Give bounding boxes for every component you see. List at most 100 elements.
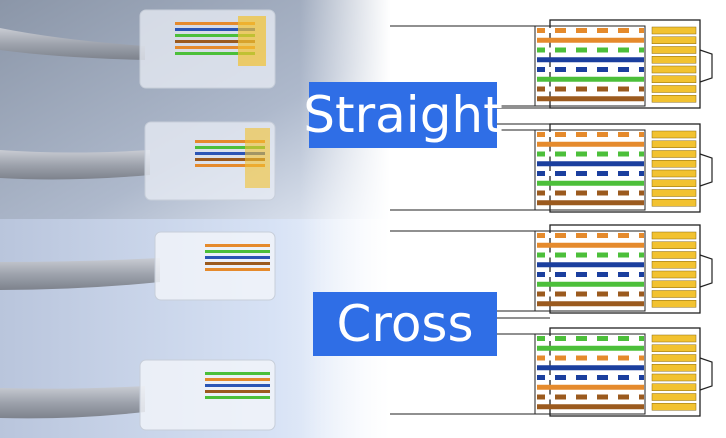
wire-stripe: [587, 132, 597, 137]
gold-pin: [651, 26, 697, 35]
connector-body: [549, 123, 701, 213]
wire-stripe: [608, 355, 618, 361]
wire-stripe: [566, 171, 576, 176]
gold-pin: [651, 130, 697, 139]
wire-stripe: [629, 190, 639, 196]
wire-green: [537, 180, 644, 186]
wire-stripe: [608, 336, 618, 341]
wire-orange: [537, 242, 644, 248]
gold-pin: [651, 364, 697, 372]
wire-stripe: [629, 394, 639, 400]
connector-frame: [534, 333, 646, 415]
wire-stripe: [629, 28, 639, 33]
wire-stripe: [629, 291, 639, 297]
wire-stripe: [545, 171, 555, 176]
wire-stripe: [608, 252, 618, 258]
wire-stripe: [629, 67, 639, 72]
wire-stripe: [566, 132, 576, 137]
gold-pin: [651, 231, 697, 240]
gold-pin: [651, 383, 697, 391]
wire-stripe: [545, 67, 555, 72]
wire-stripe: [566, 28, 576, 33]
wire-stripe: [608, 47, 618, 53]
wire-stripe: [608, 151, 618, 157]
wire-stripe: [587, 291, 597, 297]
connector-frame: [534, 129, 646, 211]
wire-stripe: [629, 171, 639, 176]
connector-body: [549, 19, 701, 109]
straight-label: Straight: [303, 82, 503, 148]
wire-blue: [537, 365, 644, 371]
gold-pin: [651, 300, 697, 308]
wire-stripe: [587, 375, 597, 380]
wire-stripe: [587, 86, 597, 92]
wire-stripe: [587, 336, 597, 341]
wire-brown: [537, 96, 644, 102]
gold-pin: [651, 169, 697, 178]
gold-pin: [651, 290, 697, 298]
wire-stripe: [587, 47, 597, 53]
gold-pin: [651, 150, 697, 158]
wire-orange: [537, 37, 644, 43]
gold-pin: [651, 85, 697, 93]
wire-stripe: [629, 272, 639, 277]
wire-stripe: [587, 233, 597, 238]
wire-stripe: [629, 375, 639, 380]
gold-pin: [651, 403, 697, 411]
wire-stripe: [566, 291, 576, 297]
wire-stripe: [545, 252, 555, 258]
connector-latch: [699, 254, 713, 288]
gold-pin: [651, 270, 697, 279]
connector-body: [549, 224, 701, 314]
cable-straight-bottom: [0, 121, 276, 201]
wire-stripe: [629, 336, 639, 341]
wire-stripe: [566, 190, 576, 196]
connector-frame: [534, 230, 646, 312]
wire-stripe: [545, 233, 555, 238]
wire-stripe: [587, 355, 597, 361]
gold-pin: [651, 280, 697, 288]
gold-pin: [651, 393, 697, 401]
gold-pin: [651, 344, 697, 352]
wire-stripe: [566, 336, 576, 341]
gold-pin: [651, 46, 697, 54]
wire-stripe: [608, 272, 618, 277]
wire-stripe: [629, 252, 639, 258]
wire-stripe: [545, 272, 555, 277]
gold-pin: [651, 95, 697, 103]
wire-stripe: [566, 151, 576, 157]
gold-pin: [651, 75, 697, 83]
wire-stripe: [587, 252, 597, 258]
wire-green: [537, 76, 644, 82]
gold-pin: [651, 261, 697, 269]
gold-pin: [651, 251, 697, 259]
wire-stripe: [545, 28, 555, 33]
wire-stripe: [608, 132, 618, 137]
wire-stripe: [545, 291, 555, 297]
wire-green: [537, 345, 644, 351]
wire-stripe: [566, 375, 576, 380]
wire-stripe: [545, 190, 555, 196]
gold-pin: [651, 373, 697, 382]
wire-stripe: [608, 233, 618, 238]
cable-straight-top: [0, 9, 276, 89]
wire-stripe: [629, 132, 639, 137]
wire-stripe: [566, 47, 576, 53]
wire-green: [537, 281, 644, 287]
connector-latch: [699, 49, 713, 83]
connector-body: [549, 327, 701, 417]
cross-label: Cross: [313, 292, 497, 356]
wire-stripe: [587, 151, 597, 157]
wire-stripe: [566, 355, 576, 361]
wire-stripe: [566, 272, 576, 277]
wire-stripe: [545, 394, 555, 400]
wire-blue: [537, 161, 644, 167]
gold-pin: [651, 65, 697, 74]
gold-pin: [651, 354, 697, 362]
wire-stripe: [629, 233, 639, 238]
wire-stripe: [545, 47, 555, 53]
gold-pin: [651, 36, 697, 44]
gold-pin: [651, 334, 697, 343]
connector-frame: [534, 25, 646, 107]
